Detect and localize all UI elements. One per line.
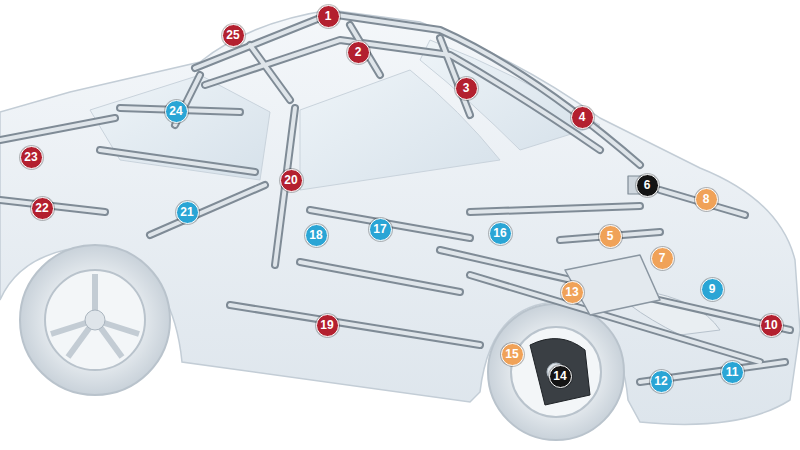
callout-number: 4 xyxy=(571,106,594,129)
callout-number: 12 xyxy=(650,370,673,393)
rear-wheel xyxy=(20,245,170,395)
callout-number: 19 xyxy=(316,314,339,337)
callout-number: 5 xyxy=(599,225,622,248)
callout-text: 15 xyxy=(505,348,518,360)
callout-text: 12 xyxy=(654,375,667,387)
callout-number: 16 xyxy=(489,222,512,245)
callout-number: 22 xyxy=(31,197,54,220)
callout-text: 7 xyxy=(659,252,666,264)
callout-number: 11 xyxy=(721,361,744,384)
callout-text: 17 xyxy=(373,223,386,235)
callout-number: 24 xyxy=(165,100,188,123)
callout-text: 2 xyxy=(355,46,362,58)
callout-text: 16 xyxy=(493,227,506,239)
callout-text: 20 xyxy=(284,174,297,186)
callout-number: 8 xyxy=(695,188,718,211)
callout-text: 14 xyxy=(553,370,566,382)
callout-text: 23 xyxy=(24,151,37,163)
side-window xyxy=(300,70,500,190)
callout-text: 24 xyxy=(169,105,182,117)
callout-number: 25 xyxy=(222,24,245,47)
callout-text: 4 xyxy=(579,111,586,123)
callout-text: 8 xyxy=(703,193,710,205)
callout-text: 11 xyxy=(726,366,739,378)
callout-number: 2 xyxy=(347,41,370,64)
car-body xyxy=(0,10,800,424)
callout-number: 18 xyxy=(305,224,328,247)
callout-text: 25 xyxy=(226,29,239,41)
callout-text: 6 xyxy=(644,179,651,191)
callout-text: 9 xyxy=(709,283,716,295)
callout-text: 10 xyxy=(764,319,777,331)
callout-number: 21 xyxy=(176,201,199,224)
callout-number: 15 xyxy=(501,343,524,366)
callout-text: 22 xyxy=(35,202,48,214)
callout-number: 6 xyxy=(636,174,659,197)
callout-text: 18 xyxy=(309,229,322,241)
callout-number: 23 xyxy=(20,146,43,169)
callout-number: 1 xyxy=(317,5,340,28)
front-wheel xyxy=(488,304,624,440)
callout-number: 14 xyxy=(549,365,572,388)
rear-window xyxy=(90,75,270,180)
callout-text: 19 xyxy=(320,319,333,331)
body-structure xyxy=(0,14,790,382)
callout-number: 13 xyxy=(561,281,584,304)
callout-number: 10 xyxy=(760,314,783,337)
callout-text: 5 xyxy=(607,230,614,242)
callout-number: 20 xyxy=(280,169,303,192)
callout-text: 13 xyxy=(565,286,578,298)
callout-text: 3 xyxy=(463,82,470,94)
callout-text: 1 xyxy=(325,10,332,22)
callout-text: 21 xyxy=(180,206,193,218)
callout-number: 3 xyxy=(455,77,478,100)
callout-number: 9 xyxy=(701,278,724,301)
callout-number: 17 xyxy=(369,218,392,241)
callout-number: 7 xyxy=(651,247,674,270)
